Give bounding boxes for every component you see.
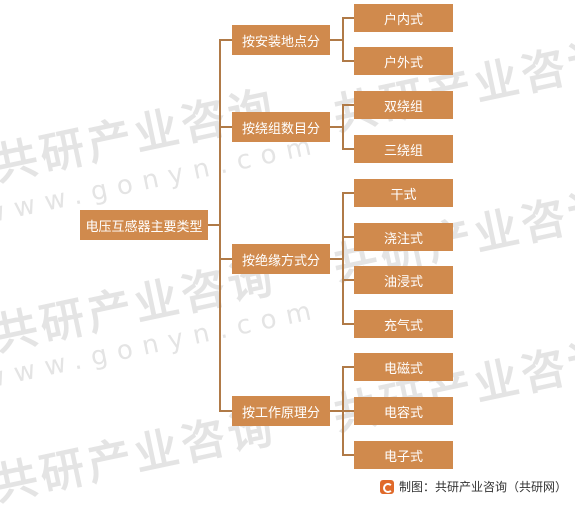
connector-g3-out bbox=[330, 258, 343, 260]
leaf-node: 电容式 bbox=[354, 397, 453, 425]
leaf-node: 电子式 bbox=[354, 441, 453, 469]
connector-g4-c1 bbox=[342, 366, 354, 368]
root-node: 电压互感器主要类型 bbox=[80, 210, 208, 240]
footer-credit: 制图：共研产业咨询（共研网） bbox=[379, 478, 567, 495]
leaf-node: 干式 bbox=[354, 179, 453, 207]
leaf-node: 户外式 bbox=[354, 47, 453, 75]
connector-g2-c1 bbox=[342, 104, 354, 106]
leaf-node: 浇注式 bbox=[354, 223, 453, 251]
connector-g4-c2 bbox=[342, 410, 354, 412]
group-node-principle: 按工作原理分 bbox=[232, 396, 330, 426]
connector-g4-out bbox=[330, 410, 343, 412]
connector-g3-c1 bbox=[342, 192, 354, 194]
group-node-insulation: 按绝缘方式分 bbox=[232, 244, 330, 274]
leaf-node: 充气式 bbox=[354, 310, 453, 338]
group-node-install-location: 按安装地点分 bbox=[232, 25, 330, 55]
connector-root bbox=[208, 224, 220, 226]
connector-g2-out bbox=[330, 126, 343, 128]
group-node-winding-count: 按绕组数目分 bbox=[232, 112, 330, 142]
connector-g1-c1 bbox=[342, 17, 354, 19]
connector-g2 bbox=[219, 126, 232, 128]
watermark-url: www.gonyn.com bbox=[0, 294, 324, 396]
leaf-node: 双绕组 bbox=[354, 91, 453, 119]
connector-g1-c2 bbox=[342, 60, 354, 62]
footer-text: 制图：共研产业咨询（共研网） bbox=[398, 480, 567, 494]
leaf-node: 油浸式 bbox=[354, 266, 453, 294]
leaf-node: 电磁式 bbox=[354, 353, 453, 381]
company-logo-icon bbox=[379, 479, 394, 494]
connector-g4 bbox=[219, 410, 232, 412]
connector-g3 bbox=[219, 258, 232, 260]
connector-g1 bbox=[219, 39, 232, 41]
connector-g4-c3 bbox=[342, 454, 354, 456]
watermark-text: 共研产业咨询 bbox=[328, 31, 575, 142]
connector-g3-spine bbox=[342, 192, 344, 325]
connector-g1-out bbox=[330, 39, 343, 41]
connector-g1-spine bbox=[342, 17, 344, 61]
leaf-node: 三绕组 bbox=[354, 135, 453, 163]
connector-g2-spine bbox=[342, 104, 344, 149]
connector-spine-main bbox=[219, 39, 221, 411]
connector-g3-c4 bbox=[342, 323, 354, 325]
connector-g3-c2 bbox=[342, 236, 354, 238]
connector-g3-c3 bbox=[342, 279, 354, 281]
leaf-node: 户内式 bbox=[354, 4, 453, 32]
connector-g2-c2 bbox=[342, 148, 354, 150]
